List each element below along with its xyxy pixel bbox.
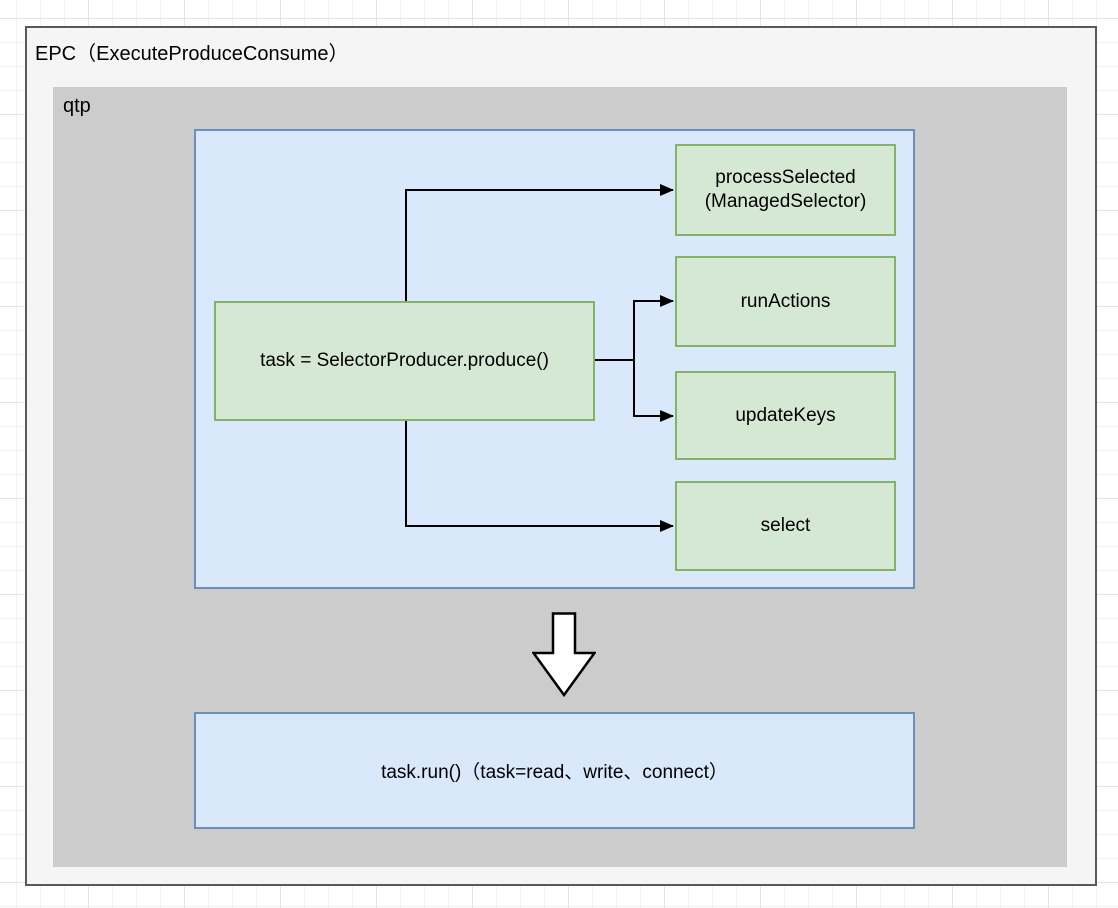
node-task-run-label: task.run()（task=read、write、connect） bbox=[381, 762, 728, 783]
node-run-actions: runActions bbox=[675, 256, 896, 347]
node-task-run: task.run()（task=read、write、connect） bbox=[194, 712, 915, 829]
qtp-group-label: qtp bbox=[63, 95, 91, 117]
producer-panel: task = SelectorProducer.produce() proces… bbox=[194, 129, 915, 589]
epc-group: EPC（ExecuteProduceConsume） qtp bbox=[25, 26, 1097, 886]
epc-group-title: EPC（ExecuteProduceConsume） bbox=[35, 43, 349, 65]
qtp-group: qtp task = SelectorProducer.produce bbox=[53, 87, 1067, 867]
connector-arrows bbox=[405, 184, 674, 532]
node-process-selected-sublabel: (ManagedSelector) bbox=[704, 191, 867, 212]
node-select: select bbox=[675, 481, 896, 571]
node-producer-label: task = SelectorProducer.produce() bbox=[260, 350, 549, 372]
node-process-selected: processSelected (ManagedSelector) bbox=[675, 144, 896, 236]
node-producer: task = SelectorProducer.produce() bbox=[214, 301, 595, 421]
node-select-label: select bbox=[760, 515, 811, 537]
node-process-selected-label: processSelected bbox=[715, 167, 856, 189]
down-arrow-icon bbox=[532, 612, 596, 697]
node-update-keys: updateKeys bbox=[675, 371, 896, 460]
node-run-actions-label: runActions bbox=[740, 290, 831, 312]
node-update-keys-label: updateKeys bbox=[735, 404, 836, 426]
